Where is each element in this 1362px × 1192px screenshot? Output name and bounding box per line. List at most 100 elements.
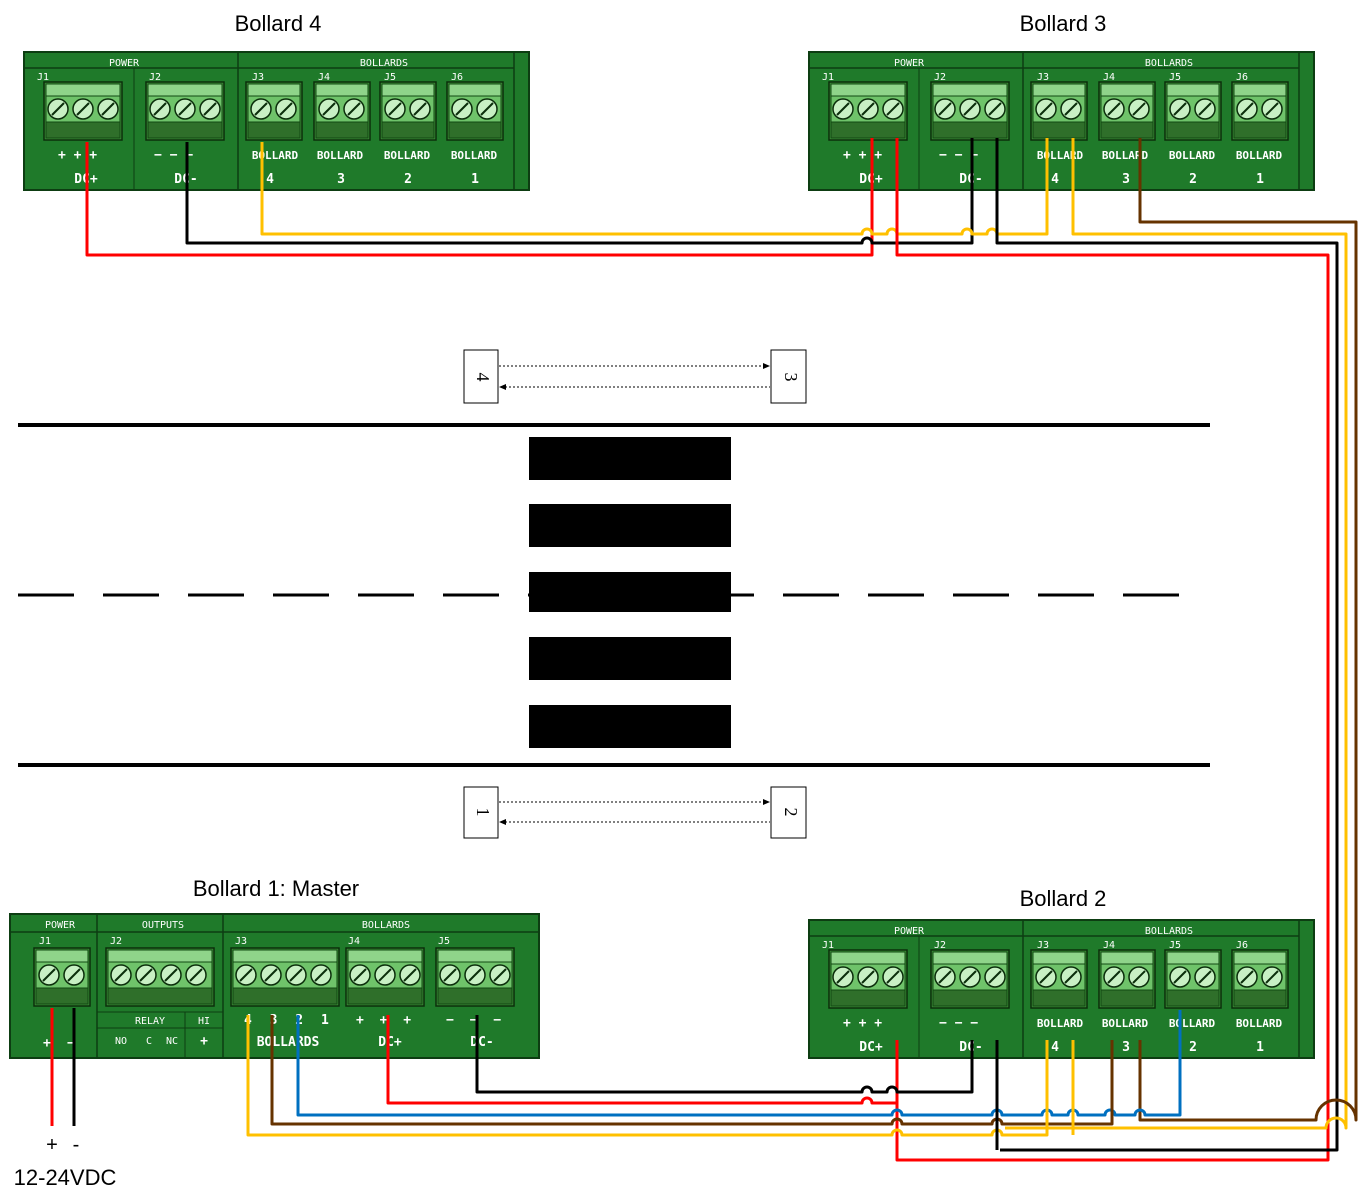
master-plus-signs: + + + <box>356 1013 411 1028</box>
bollard-label-4: BOLLARD <box>252 149 299 162</box>
bollard-label-1: BOLLARD <box>1236 1017 1283 1030</box>
wire-red-b3 <box>895 138 1330 1162</box>
wire-blue-master <box>296 1010 1182 1117</box>
wire-red-master <box>386 1015 899 1105</box>
bollards-header: BOLLARDS <box>1145 58 1193 69</box>
bollard-label-3: BOLLARD <box>1102 149 1149 162</box>
bollard-1-title: Bollard 1: Master <box>193 876 359 901</box>
wire-yellow-b4 <box>260 138 1049 236</box>
bollard-num-1: 1 <box>1256 172 1264 187</box>
no-label: NO <box>115 1036 127 1047</box>
sensor-pair-top: 4 3 <box>463 349 807 404</box>
outputs-header: OUTPUTS <box>142 920 184 931</box>
bollard-label-2: BOLLARD <box>1169 1017 1216 1030</box>
j4-label: J4 <box>318 72 330 83</box>
master-dc-plus-label: DC+ <box>378 1035 402 1050</box>
bollards-header: BOLLARDS <box>362 920 410 931</box>
wire-brown-master <box>270 1015 1114 1126</box>
bollard-3-title: Bollard 3 <box>1020 11 1107 36</box>
j3-label: J3 <box>1037 72 1049 83</box>
wire-black-b4 <box>185 138 974 245</box>
j6-label: J6 <box>1236 940 1248 951</box>
sensor-1-label: 1 <box>473 808 493 817</box>
minus-signs: − − − <box>939 148 978 163</box>
bollard-3-board: POWER BOLLARDS J1 J2 J3 J4 J5 J6 + + + −… <box>809 52 1314 190</box>
j3-label: J3 <box>1037 940 1049 951</box>
plus-signs: + + + <box>58 148 97 163</box>
supply-minus-label: - <box>73 1134 80 1156</box>
j4-label: J4 <box>1103 72 1115 83</box>
j4-label: J4 <box>1103 940 1115 951</box>
supply-voltage-label: 12-24VDC <box>14 1165 117 1190</box>
bollard-label-1: BOLLARD <box>451 149 498 162</box>
bollard-label-4: BOLLARD <box>1037 1017 1084 1030</box>
sensor-4-label: 4 <box>473 373 493 382</box>
bollard-label-3: BOLLARD <box>317 149 364 162</box>
bollard-4-title: Bollard 4 <box>235 11 322 36</box>
bollard-num-4: 4 <box>1051 1040 1059 1055</box>
j2-label: J2 <box>934 72 946 83</box>
bollard-label-2: BOLLARD <box>384 149 431 162</box>
bollard-label-3: BOLLARD <box>1102 1017 1149 1030</box>
hi-label: HI <box>198 1016 210 1027</box>
minus-signs: − − − <box>939 1016 978 1031</box>
wire-yellow-master <box>246 1015 1049 1137</box>
wire-red-b4 <box>85 138 874 257</box>
dc-plus-label: DC+ <box>859 1040 883 1055</box>
bollard-label-2: BOLLARD <box>1169 149 1216 162</box>
power-header: POWER <box>45 920 76 931</box>
bollard-num-3: 3 <box>1122 1040 1130 1055</box>
sensor-pair-bottom: 1 2 <box>463 786 807 839</box>
master-bollards-label: BOLLARDS <box>257 1035 320 1050</box>
j4-label: J4 <box>348 936 360 947</box>
wire-brown-b3 <box>1138 138 1358 1122</box>
bollards-header: BOLLARDS <box>1145 926 1193 937</box>
plus-sign: + <box>43 1036 51 1051</box>
sensor-3-label: 3 <box>781 373 801 382</box>
plus-signs: + + + <box>843 148 882 163</box>
nc-label: NC <box>166 1036 178 1047</box>
sensor-2-label: 2 <box>781 808 801 817</box>
minus-sign: − <box>67 1036 75 1051</box>
bollard-num-1: 1 <box>471 172 479 187</box>
bollard-num-2: 2 <box>1189 1040 1197 1055</box>
supply-plus-label: + <box>46 1134 58 1156</box>
wire-yellow-b3 <box>1005 138 1348 1130</box>
j1-label: J1 <box>822 940 834 951</box>
bollard-num-1: 1 <box>1256 1040 1264 1055</box>
j1-label: J1 <box>39 936 51 947</box>
j2-label: J2 <box>149 72 161 83</box>
j5-label: J5 <box>1169 72 1181 83</box>
bollard-num-3: 3 <box>337 172 345 187</box>
bollard-num-4: 4 <box>1051 172 1059 187</box>
bollard-1-master-board: POWER OUTPUTS BOLLARDS J1 J2 J3 J4 J5 + … <box>9 913 540 1059</box>
relay-label: RELAY <box>135 1016 165 1027</box>
wiring <box>50 138 1358 1162</box>
hi-plus-sign: + <box>200 1034 208 1049</box>
j6-label: J6 <box>1236 72 1248 83</box>
minus-signs: − − − <box>154 148 193 163</box>
plus-signs: + + + <box>843 1016 882 1031</box>
wire-black-master <box>475 1015 974 1094</box>
bollard-4-board: POWER BOLLARDS J1 J2 J3 J4 J5 J6 + + + −… <box>24 52 529 190</box>
j5-label: J5 <box>1169 940 1181 951</box>
j2-label: J2 <box>934 940 946 951</box>
bollard-num-2: 2 <box>1189 172 1197 187</box>
master-minus-signs: − − − <box>446 1013 501 1028</box>
j6-label: J6 <box>451 72 463 83</box>
master-dc-minus-label: DC- <box>470 1035 493 1050</box>
bollard-num-4: 4 <box>266 172 274 187</box>
j3-label: J3 <box>235 936 247 947</box>
master-bollard-nums: 4 3 2 1 <box>244 1013 329 1028</box>
bollard-label-1: BOLLARD <box>1236 149 1283 162</box>
bollard-2-board: POWER BOLLARDS J1 J2 J3 J4 J5 J6 + + + −… <box>809 920 1314 1058</box>
bollard-label-4: BOLLARD <box>1037 149 1084 162</box>
power-header: POWER <box>894 58 925 69</box>
power-header: POWER <box>894 926 925 937</box>
j5-label: J5 <box>384 72 396 83</box>
bollard-2-title: Bollard 2 <box>1020 886 1107 911</box>
wire-black-b3 <box>995 138 1339 1152</box>
bollards-header: BOLLARDS <box>360 58 408 69</box>
bollard-num-2: 2 <box>404 172 412 187</box>
